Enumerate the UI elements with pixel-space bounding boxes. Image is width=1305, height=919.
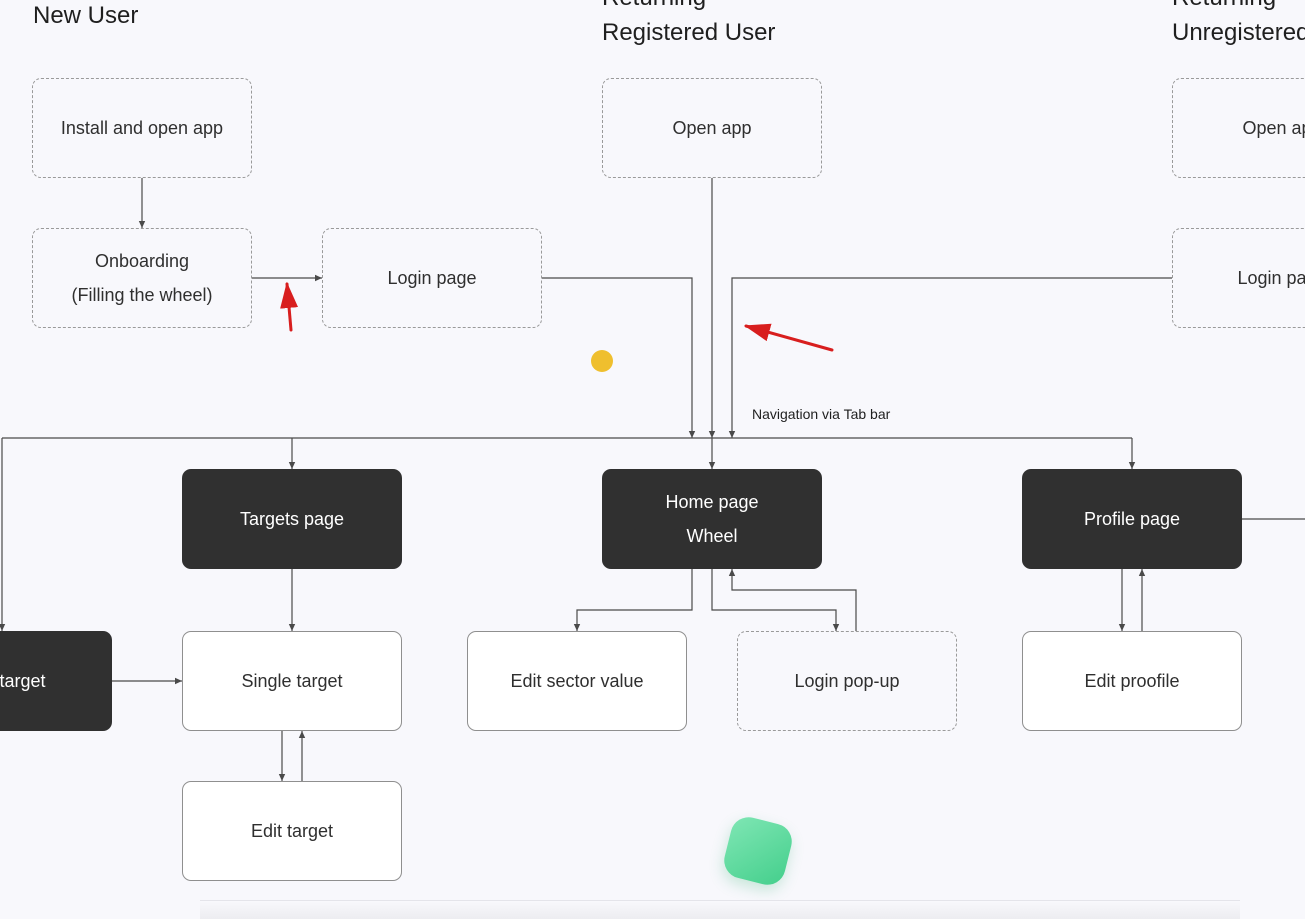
node-label-line1: Onboarding — [94, 251, 190, 271]
node-label: Open app — [672, 118, 752, 138]
node-label: Install and open app — [60, 118, 224, 138]
node-label: Targets page — [239, 509, 345, 529]
node-label-line2: Wheel — [686, 526, 738, 546]
node-profile-page: Profile page — [1022, 469, 1242, 569]
node-label: Login pop-up — [794, 671, 900, 691]
node-onboarding: Onboarding (Filling the wheel) — [32, 228, 252, 328]
node-edit-profile: Edit proofile — [1022, 631, 1242, 731]
node-open-app-registered: Open app — [602, 78, 822, 178]
edge-right-login-to-home — [728, 277, 1172, 438]
node-label: Edit target — [250, 821, 334, 841]
node-edit-target: Edit target — [182, 781, 402, 881]
node-open-app-unregistered: Open app — [1172, 78, 1305, 178]
node-targets-page: Targets page — [182, 469, 402, 569]
heading-new-user: New User — [33, 2, 139, 29]
yellow-marker-dot — [591, 350, 613, 372]
heading-returning-registered-line2: Registered User — [602, 19, 776, 46]
node-login-page-left: Login page — [322, 228, 542, 328]
edge-popup-to-home — [728, 569, 857, 631]
bottom-scroll-shadow — [200, 900, 1240, 919]
node-new-target: New target — [0, 631, 112, 731]
heading-returning-unregistered-line1: Returning — [1172, 0, 1276, 14]
note-tab-bar-navigation: Navigation via Tab bar — [752, 406, 891, 422]
red-annotation-arrow-navigation — [744, 323, 834, 352]
node-install-open-app: Install and open app — [32, 78, 252, 178]
node-single-target: Single target — [182, 631, 402, 731]
node-label: Edit proofile — [1084, 671, 1180, 691]
heading-returning-registered-line1: Returning — [602, 0, 706, 14]
red-annotation-arrow-onboarding — [280, 282, 299, 332]
node-login-popup: Login pop-up — [737, 631, 957, 731]
node-home-page: Home page Wheel — [602, 469, 822, 569]
node-label: New target — [0, 671, 46, 691]
edge-login-to-home — [542, 277, 696, 438]
edge-home-to-edit-sector — [573, 569, 693, 631]
node-label: Login page — [387, 268, 477, 288]
node-label-line1: Home page — [665, 492, 759, 512]
node-label: Single target — [241, 671, 343, 691]
edge-home-to-popup — [711, 569, 840, 631]
heading-returning-unregistered-line2: Unregistered — [1172, 19, 1305, 46]
node-label: Open app — [1242, 118, 1305, 138]
node-edit-sector-value: Edit sector value — [467, 631, 687, 731]
node-label-line2: (Filling the wheel) — [71, 285, 213, 305]
node-label: Profile page — [1083, 509, 1181, 529]
node-login-page-right: Login page — [1172, 228, 1305, 328]
node-label: Login page — [1237, 268, 1305, 288]
node-label: Edit sector value — [510, 671, 644, 691]
